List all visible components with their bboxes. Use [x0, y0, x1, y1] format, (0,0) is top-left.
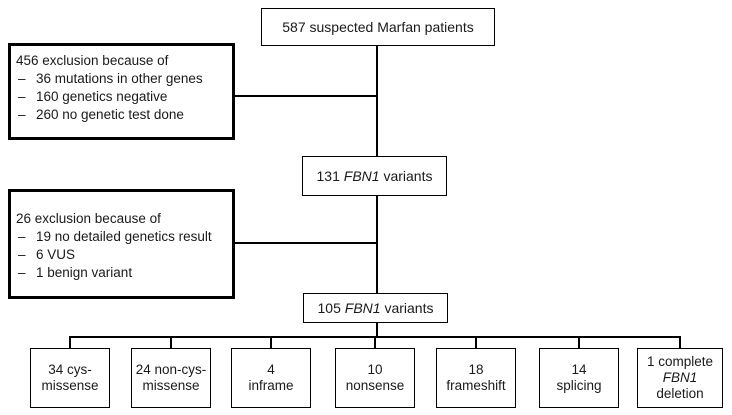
category-line: missense	[41, 378, 99, 393]
connector-branch-drop	[170, 336, 172, 348]
exclusion-box-2: 26 exclusion because of 19 no detailed g…	[8, 189, 235, 299]
connector-exclusion-1	[234, 95, 377, 97]
category-line: 14	[571, 362, 587, 377]
category-box-complete-deletion: 1 complete FBN1 deletion	[637, 348, 723, 408]
gene-name: FBN1	[344, 299, 381, 316]
category-line: frameshift	[446, 378, 506, 393]
exclusion-1-item: 36 mutations in other genes	[16, 70, 232, 88]
category-line: missense	[142, 378, 200, 393]
suspected-patients-box: 587 suspected Marfan patients	[261, 8, 495, 46]
variant-count: 105	[317, 299, 341, 316]
category-line: splicing	[556, 378, 602, 393]
category-line: nonsense	[345, 378, 405, 393]
exclusion-2-item: 1 benign variant	[16, 264, 232, 282]
fbn1-variants-box-105: 105 FBN1 variants	[303, 293, 448, 323]
connector-branch-drop	[679, 336, 681, 348]
exclusion-2-list: 19 no detailed genetics result 6 VUS 1 b…	[16, 228, 232, 282]
gene-name: FBN1	[343, 167, 380, 184]
exclusion-1-item: 260 no genetic test done	[16, 106, 232, 124]
connector-branch-drop	[475, 336, 477, 348]
connector-branch-drop	[270, 336, 272, 348]
exclusion-1-item: 160 genetics negative	[16, 88, 232, 106]
variant-suffix: variants	[383, 167, 433, 184]
category-box-nonsense: 10 nonsense	[335, 348, 415, 408]
fbn1-variants-box-131: 131 FBN1 variants	[302, 156, 447, 196]
exclusion-2-title: 26 exclusion because of	[16, 211, 161, 226]
connector-middle-vertical	[376, 196, 378, 294]
exclusion-2-item: 6 VUS	[16, 246, 232, 264]
suspected-patients-label: 587 suspected Marfan patients	[282, 18, 474, 35]
connector-lower-vertical	[376, 322, 378, 337]
category-line: deletion	[656, 386, 704, 401]
category-line: 10	[367, 362, 383, 377]
category-line: 1 complete	[646, 354, 714, 369]
connector-branch-drop	[578, 336, 580, 348]
exclusion-1-list: 36 mutations in other genes 160 genetics…	[16, 70, 232, 124]
category-box-inframe: 4 inframe	[231, 348, 311, 408]
category-line: 18	[468, 362, 484, 377]
category-box-cys-missense: 34 cys- missense	[30, 348, 110, 408]
exclusion-1-title: 456 exclusion because of	[16, 53, 169, 68]
variant-count: 131	[316, 167, 340, 184]
category-line: 24 non-cys-	[135, 362, 207, 377]
category-box-splicing: 14 splicing	[539, 348, 619, 408]
category-line: 4	[267, 362, 275, 377]
variant-suffix: variants	[384, 299, 434, 316]
category-gene-name: FBN1	[662, 370, 698, 385]
connector-exclusion-2	[234, 242, 377, 244]
category-line: inframe	[248, 378, 294, 393]
connector-branch-drop	[374, 336, 376, 348]
category-box-non-cys-missense: 24 non-cys- missense	[131, 348, 211, 408]
exclusion-2-item: 19 no detailed genetics result	[16, 228, 232, 246]
connector-top-vertical	[376, 44, 378, 156]
exclusion-box-1: 456 exclusion because of 36 mutations in…	[8, 43, 235, 140]
connector-branch-drop	[69, 336, 71, 348]
category-box-frameshift: 18 frameshift	[436, 348, 516, 408]
category-line: 34 cys-	[48, 362, 92, 377]
